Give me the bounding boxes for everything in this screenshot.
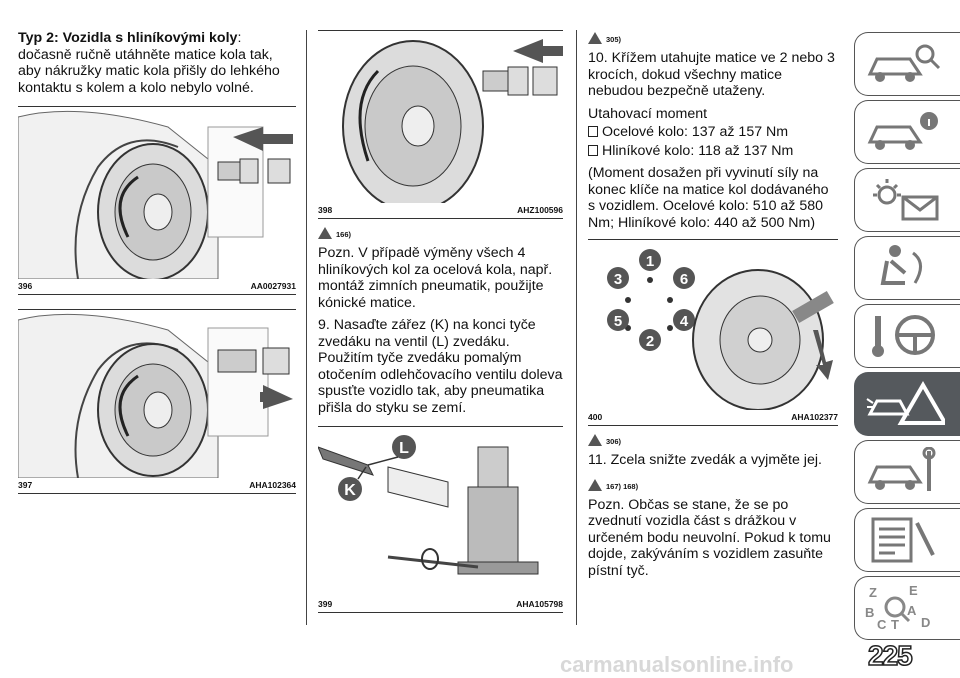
tab-car-search[interactable] <box>854 32 960 96</box>
breakdown-warning-icon <box>866 381 945 425</box>
steering-wheel-icon <box>872 315 935 357</box>
index-letter-t: T <box>891 617 899 632</box>
figure-397: 397 AHA102364 <box>18 309 296 494</box>
warning-triangle-icon <box>588 434 602 446</box>
figure-number: 396 <box>18 281 33 291</box>
paragraph-step-10: 10. Křížem utahujte matice ve 2 nebo 3 k… <box>588 50 835 99</box>
watermark: carmanualsonline.info <box>560 652 794 677</box>
tab-seat-airbag[interactable] <box>854 236 960 300</box>
index-letter-c: C <box>877 617 887 632</box>
paragraph-note: Pozn. V případě výměny všech 4 hliníkový… <box>318 245 553 311</box>
specifications-list-icon <box>871 517 935 563</box>
figure-code: AA0027931 <box>250 281 296 291</box>
index-letter-z: Z <box>869 585 877 600</box>
note-ref-number: 167) 168) <box>606 481 639 491</box>
car-info-icon <box>867 112 938 150</box>
paragraph-step-11: 11. Zcela snižte zvedák a vyjměte jej. <box>588 452 822 468</box>
note-ref-number: 306) <box>606 437 622 446</box>
bullet-box-icon <box>588 144 598 156</box>
column-divider <box>306 30 307 625</box>
car-wrench-icon <box>867 447 936 491</box>
paragraph-note-piston: Pozn. Občas se stane, že se po zvednutí … <box>588 496 831 579</box>
column-divider <box>576 30 577 625</box>
order-5: 5 <box>614 313 622 330</box>
column-1: Typ 2: Vozidla s hliníkovými koly: dočas… <box>18 0 296 494</box>
tab-dashboard-lights[interactable] <box>854 168 960 232</box>
warning-triangle-icon <box>588 32 602 44</box>
dashboard-lights-icon <box>873 179 939 221</box>
warning-note-ref: 166) <box>318 223 563 239</box>
wheel-nut-illustration <box>342 39 563 203</box>
figure-code: AHA102364 <box>249 480 296 490</box>
figure-400: 1 2 3 4 5 6 400 AHA102377 <box>588 239 838 426</box>
car-search-icon <box>867 44 941 82</box>
index-letter-e: E <box>909 583 918 598</box>
tab-car-info[interactable] <box>854 100 960 164</box>
torque-alu-text: Hliníkové kolo: 118 až 137 Nm <box>602 142 794 159</box>
figure-398-caption: 398 AHZ100596 <box>318 203 563 219</box>
note-ref-number: 305) <box>606 35 622 44</box>
order-1: 1 <box>646 253 654 270</box>
wheel-nut-illustration <box>18 110 293 279</box>
note-ref-number: 166) <box>336 230 352 239</box>
order-3: 3 <box>614 271 622 288</box>
torque-steel: Ocelové kolo: 137 až 157 Nm <box>588 124 838 141</box>
figure-number: 400 <box>588 412 603 422</box>
warning-triangle-icon <box>588 478 602 491</box>
label-l: L <box>399 440 409 457</box>
index-letter-b: B <box>865 605 874 620</box>
warning-note-ref: 167) 168) <box>588 475 838 491</box>
tab-breakdown-warning[interactable] <box>854 372 960 436</box>
seat-airbag-icon <box>880 245 922 285</box>
torque-steel-text: Ocelové kolo: 137 až 157 Nm <box>602 124 789 140</box>
figure-number: 398 <box>318 205 333 215</box>
column-3: 305) 10. Křížem utahujte matice ve 2 neb… <box>588 0 838 585</box>
figure-399: L K 399 AHA105798 <box>318 426 563 613</box>
intro-heading: Typ 2: Vozidla s hliníkovými koly <box>18 30 238 46</box>
figure-399-caption: 399 AHA105798 <box>318 597 563 613</box>
figure-396-caption: 396 AA0027931 <box>18 279 296 295</box>
index-letter-a: A <box>907 603 917 618</box>
intro-paragraph: Typ 2: Vozidla s hliníkovými koly: dočas… <box>18 30 296 96</box>
bullet-box-icon <box>588 126 598 137</box>
figure-400-caption: 400 AHA102377 <box>588 410 838 426</box>
warning-note-ref: 305) <box>588 28 838 44</box>
order-6: 6 <box>680 271 688 288</box>
tab-steering-wheel[interactable] <box>854 304 960 368</box>
tab-car-wrench[interactable] <box>854 440 960 504</box>
figure-396: 396 AA0027931 <box>18 106 296 295</box>
order-4: 4 <box>680 313 689 330</box>
tightening-order-illustration: 1 2 3 4 5 6 <box>607 249 834 410</box>
figure-number: 399 <box>318 599 333 609</box>
torque-title: Utahovací moment <box>588 105 708 122</box>
figure-code: AHA105798 <box>516 599 563 609</box>
page-number: 225 <box>867 639 913 672</box>
paragraph-step-9: 9. Nasaďte zářez (K) na konci tyče zvedá… <box>318 317 563 416</box>
alphabet-index-icon: Z E B C T D A <box>865 583 930 632</box>
column-2: 398 AHZ100596 166) Pozn. V případě výměny… <box>318 0 563 613</box>
tab-alphabet-index[interactable]: Z E B C T D A <box>854 576 960 640</box>
tab-specifications[interactable] <box>854 508 960 572</box>
order-2: 2 <box>646 333 654 350</box>
warning-triangle-icon <box>318 227 332 239</box>
figure-code: AHZ100596 <box>517 205 563 215</box>
label-k: K <box>344 482 356 499</box>
figure-398: 398 AHZ100596 <box>318 30 563 219</box>
figure-397-caption: 397 AHA102364 <box>18 478 296 494</box>
figure-number: 397 <box>18 480 33 490</box>
paragraph-torque-note: (Moment dosažen při vyvinutí síly na kon… <box>588 165 829 231</box>
intro-text: dočasně ručně utáhněte matice kola tak, … <box>18 46 280 96</box>
intro-colon: : <box>237 30 242 46</box>
index-letter-d: D <box>921 615 930 630</box>
wheel-nut-illustration <box>18 313 293 478</box>
torque-alu: Hliníkové kolo: 118 až 137 Nm <box>588 143 838 160</box>
figure-code: AHA102377 <box>791 412 838 422</box>
jack-valve-illustration: L K <box>318 435 539 575</box>
warning-note-ref: 306) <box>588 430 838 446</box>
